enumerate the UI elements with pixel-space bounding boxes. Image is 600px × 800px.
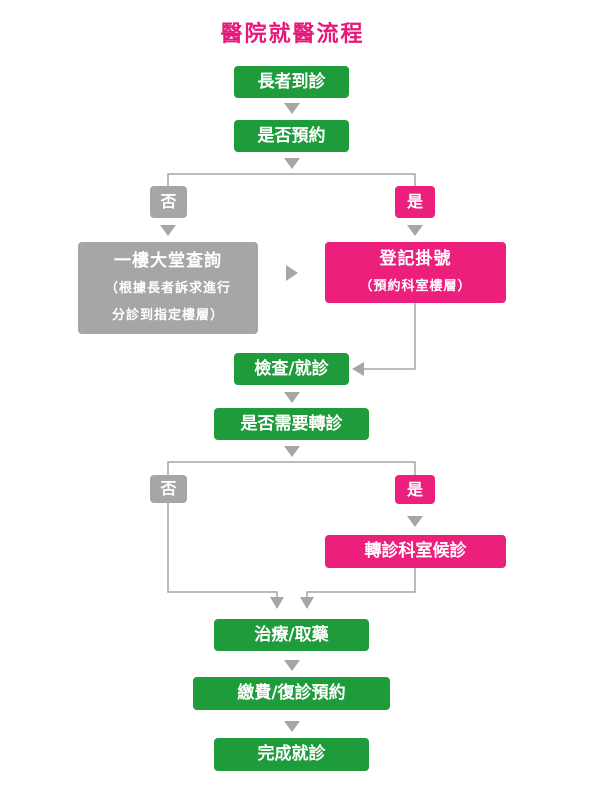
branch-line	[362, 302, 416, 370]
arrow-down-icon	[284, 721, 300, 732]
arrow-down-icon	[284, 660, 300, 671]
decision-referral: 是否需要轉診	[214, 408, 369, 440]
arrow-down-icon	[284, 158, 300, 169]
branch-label: 是	[406, 192, 423, 212]
step-transfer: 轉診科室候診	[325, 535, 506, 568]
arrow-down-icon	[284, 446, 300, 457]
step-sublabel: （根據長者訴求進行	[104, 281, 231, 296]
step-sublabel: 分診到指定樓層）	[111, 308, 224, 323]
step-label: 轉診科室候診	[364, 541, 467, 562]
decision-booked: 是否預約	[234, 120, 349, 152]
arrow-down-icon	[270, 597, 284, 609]
branch-label: 否	[160, 479, 177, 499]
arrow-down-icon	[284, 103, 300, 114]
step-label: 登記掛號	[379, 249, 452, 269]
step-label: 長者到診	[257, 71, 326, 92]
step-sublabel: （預約科室樓層）	[359, 279, 472, 294]
arrow-right-icon	[286, 265, 298, 281]
branch-line	[167, 503, 278, 598]
step-label: 繳費/復診預約	[237, 683, 346, 704]
step-label: 檢查/就診	[254, 358, 329, 379]
step-exam: 檢查/就診	[234, 353, 349, 385]
branch-line	[167, 461, 416, 475]
step-done: 完成就診	[214, 738, 369, 771]
branch-line	[306, 568, 416, 598]
arrow-down-icon	[407, 225, 423, 236]
branch-label: 否	[160, 192, 177, 212]
arrow-left-icon	[352, 362, 364, 376]
arrow-down-icon	[407, 516, 423, 527]
branch-line	[167, 173, 416, 186]
branch-no-badge: 否	[150, 186, 187, 218]
step-label: 治療/取藥	[254, 624, 329, 645]
page-title: 醫院就醫流程	[220, 22, 365, 47]
step-arrive: 長者到診	[234, 66, 349, 98]
step-label: 一樓大堂查詢	[114, 251, 222, 271]
step-payment: 繳費/復診預約	[193, 677, 390, 710]
step-label: 完成就診	[257, 744, 326, 765]
step-treatment: 治療/取藥	[214, 619, 369, 651]
arrow-down-icon	[160, 225, 176, 236]
arrow-down-icon	[300, 597, 314, 609]
branch-yes-badge: 是	[395, 186, 435, 218]
arrow-down-icon	[284, 392, 300, 403]
branch-label: 是	[406, 479, 423, 499]
step-label: 是否預約	[257, 125, 326, 146]
step-label: 是否需要轉診	[240, 413, 343, 434]
step-lobby-inquiry: 一樓大堂查詢 （根據長者訴求進行 分診到指定樓層）	[78, 242, 258, 334]
step-register: 登記掛號 （預約科室樓層）	[325, 242, 506, 303]
branch-no-badge: 否	[150, 475, 187, 503]
branch-yes-badge: 是	[395, 475, 435, 504]
